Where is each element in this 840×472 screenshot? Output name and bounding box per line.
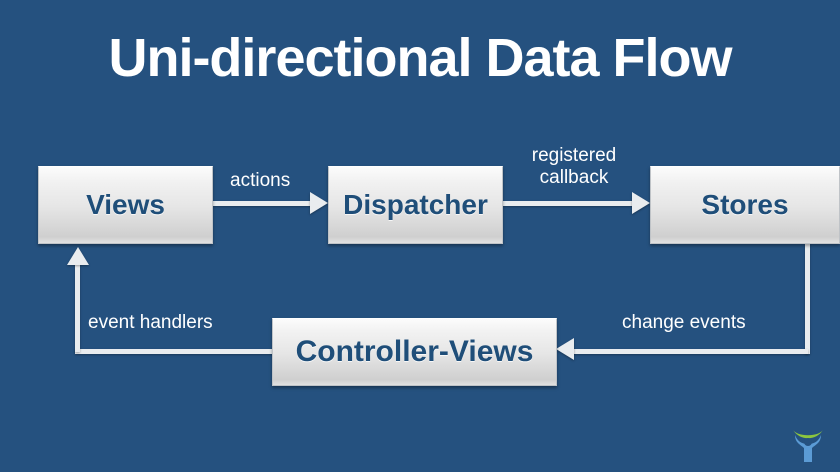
person-bowl-logo-icon [793, 430, 823, 462]
connector-controller-left [75, 349, 275, 354]
node-stores[interactable]: Stores [650, 166, 840, 244]
edge-label-actions: actions [230, 170, 291, 191]
node-views-label: Views [86, 189, 165, 220]
edge-label-event-handlers: event handlers [88, 312, 213, 333]
edge-label-registered-callback: registered callback [531, 145, 617, 189]
node-views[interactable]: Views [38, 166, 213, 244]
connector-dispatcher-to-stores [503, 201, 639, 206]
page-title: Uni-directional Data Flow [108, 28, 732, 88]
connector-stores-to-controller [568, 349, 808, 354]
connector-stores-down [805, 244, 810, 354]
node-controller-views-label: Controller-Views [295, 335, 534, 368]
connector-controller-to-views [75, 258, 80, 352]
arrowhead-up-icon [67, 247, 89, 265]
node-stores-label: Stores [701, 189, 789, 220]
edge-label-change-events: change events [622, 312, 746, 333]
node-controller-views[interactable]: Controller-Views [272, 318, 557, 386]
connector-views-to-dispatcher [213, 201, 317, 206]
node-dispatcher-label: Dispatcher [343, 189, 488, 220]
arrowhead-left-icon [556, 338, 574, 360]
node-dispatcher[interactable]: Dispatcher [328, 166, 503, 244]
arrowhead-right-icon [310, 192, 328, 214]
arrowhead-right-icon [632, 192, 650, 214]
